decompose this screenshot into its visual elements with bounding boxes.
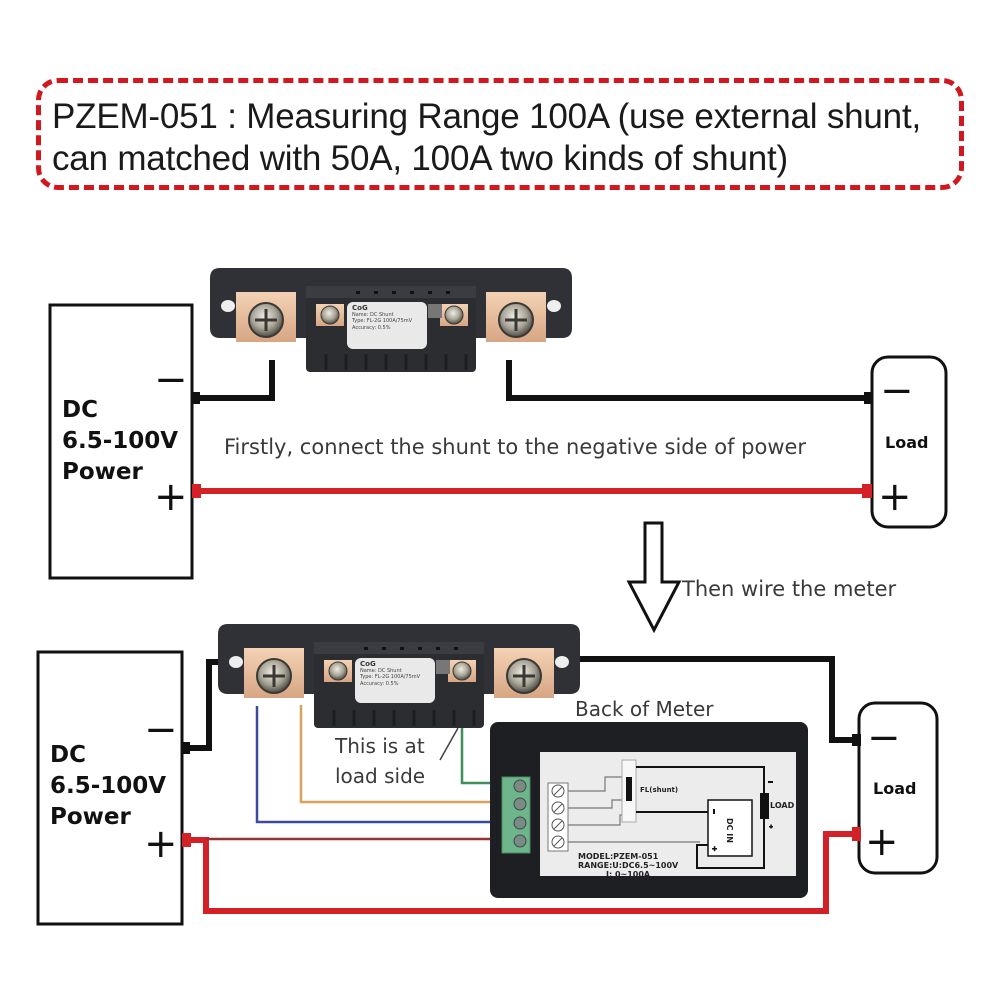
power-supply-line: 6.5-100V xyxy=(62,428,179,454)
meter-model-block: MODEL:PZEM-051 RANGE:U:DC6.5~100V I: 0~1… xyxy=(578,852,678,879)
meter-current-line: I: 0~100A xyxy=(606,870,651,879)
shunt-tag-line: Name: DC Shunt xyxy=(360,667,402,674)
power-supply-line: 6.5-100V xyxy=(50,773,167,799)
meter-dc-in-label: DC IN xyxy=(725,818,734,843)
shunt-tag-line: Type: FL-2G 100A/75mV xyxy=(352,318,413,324)
title-line1: Measuring Range 100A (use external shunt… xyxy=(246,97,921,136)
shunt-tag-line: Type: FL-2G 100A/75mV xyxy=(360,674,421,680)
meter-back xyxy=(490,722,808,898)
shunt-tag-top: CoG Name: DC Shunt Type: FL-2G 100A/75mV… xyxy=(347,302,427,349)
shunt-tag-bottom: CoG Name: DC Shunt Type: FL-2G 100A/75mV… xyxy=(355,658,435,703)
step2-instruction: Then wire the meter xyxy=(682,577,897,601)
shunt-tag-line: Name: DC Shunt xyxy=(352,311,394,318)
title-line2: can matched with 50A, 100A two kinds of … xyxy=(52,139,788,178)
load-side-annotation: This is at load side xyxy=(335,734,426,788)
load-label-top: Load xyxy=(885,433,929,452)
power-supply-label-bottom: DC 6.5-100V Power xyxy=(50,740,166,833)
back-of-meter-label: Back of Meter xyxy=(575,697,714,721)
down-arrow-icon xyxy=(626,521,682,634)
negative-wire-shunt-to-load-bottom xyxy=(555,656,854,743)
shunt-tag-line: Accuracy: 0.5% xyxy=(352,324,391,331)
load-box-top xyxy=(870,355,948,529)
title-separator: : xyxy=(217,97,247,136)
psu-positive-symbol-top: + xyxy=(154,474,188,520)
load-negative-symbol-bottom: − xyxy=(867,715,901,761)
negative-wire-psu-to-shunt-bottom xyxy=(182,659,218,751)
meter-model-line: MODEL:PZEM-051 xyxy=(578,852,659,861)
load-side-pointer xyxy=(439,727,459,761)
psu-negative-symbol-top: − xyxy=(154,357,188,403)
psu-positive-symbol-bottom: + xyxy=(144,821,178,867)
load-box-bottom xyxy=(857,701,939,875)
load-positive-symbol-bottom: + xyxy=(865,819,899,865)
power-supply-box-bottom xyxy=(36,650,184,926)
shunt-brand: CoG xyxy=(352,304,368,312)
negative-wire-shunt-to-load xyxy=(506,360,866,401)
power-supply-label-top: DC 6.5-100V Power xyxy=(62,395,178,488)
shunt-brand: CoG xyxy=(360,660,376,668)
power-supply-box-top xyxy=(48,303,194,580)
load-positive-symbol-top: + xyxy=(878,474,912,520)
shunt-tag-line: Accuracy: 0.5% xyxy=(360,680,399,687)
meter-range-line: RANGE:U:DC6.5~100V xyxy=(578,861,679,870)
meter-shunt-label: FL(shunt) xyxy=(640,786,679,794)
meter-load-label: LOAD xyxy=(770,801,795,810)
negative-wire-psu-to-shunt xyxy=(192,360,275,401)
psu-negative-symbol-bottom: − xyxy=(144,707,178,753)
power-supply-line: Power xyxy=(50,804,131,830)
power-supply-line: DC xyxy=(50,742,86,768)
step1-instruction: Firstly, connect the shunt to the negati… xyxy=(224,435,807,459)
positive-wire-bottom xyxy=(182,831,854,914)
power-supply-line: Power xyxy=(62,459,143,485)
load-label-bottom: Load xyxy=(873,779,917,798)
signal-wire-shunt-power-side xyxy=(255,706,512,824)
title-model: PZEM-051 xyxy=(52,97,218,136)
title-dashed-border xyxy=(36,78,964,190)
title-text: PZEM-051 : Measuring Range 100A (use ext… xyxy=(52,96,972,180)
power-supply-line: DC xyxy=(62,397,98,423)
signal-wire-shunt-sense-a xyxy=(299,705,512,804)
load-negative-symbol-top: − xyxy=(880,368,914,414)
